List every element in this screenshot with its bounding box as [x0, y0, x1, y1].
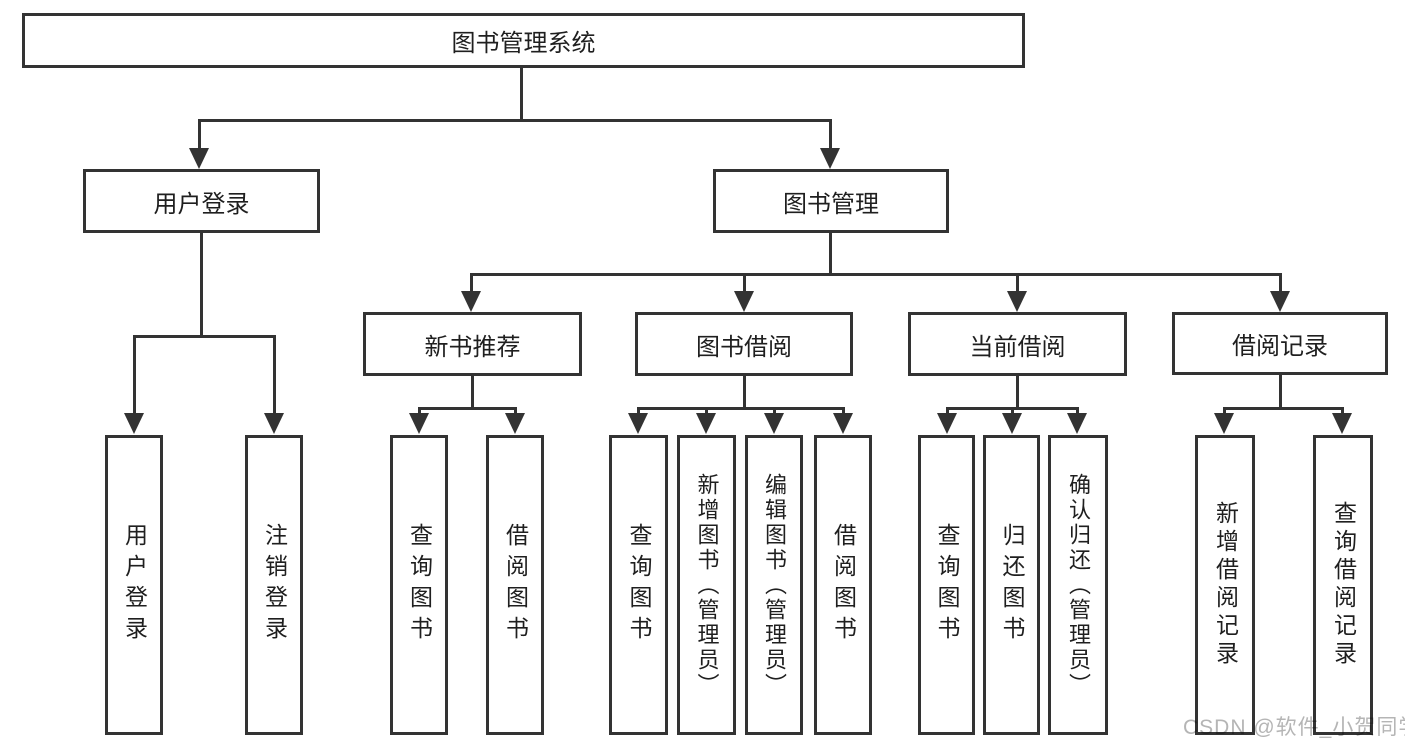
node-book-borrowing-label: 图书借阅: [696, 333, 792, 361]
arrowhead: [1002, 413, 1022, 434]
node-current-borrowing: 当前借阅: [908, 312, 1127, 376]
arrowhead: [833, 413, 853, 434]
connector-bookmgmt-hbar: [470, 273, 1282, 276]
leaf-label: 借阅图书: [830, 523, 857, 647]
connector-drop: [829, 119, 832, 150]
connector-hbar: [1223, 407, 1343, 410]
leaf-borrow-books-recommend: 借阅图书: [486, 435, 544, 735]
connector-stem: [471, 376, 474, 407]
connector-drop: [946, 407, 949, 417]
leaf-label: 注销登录: [261, 523, 288, 647]
node-user-login: 用户登录: [83, 169, 320, 233]
node-book-management: 图书管理: [713, 169, 949, 233]
arrowhead: [264, 413, 284, 434]
connector-drop: [1223, 407, 1226, 417]
connector-userlogin-hbar: [133, 335, 276, 338]
leaf-label: 编辑图书（管理员）: [762, 472, 787, 698]
connector-drop: [1279, 273, 1282, 293]
arrowhead: [696, 413, 716, 434]
arrowhead: [764, 413, 784, 434]
connector-drop: [1016, 273, 1019, 293]
leaf-query-borrow-record: 查询借阅记录: [1313, 435, 1373, 735]
leaf-label: 查询图书: [406, 523, 433, 647]
csdn-watermark: CSDN @软件_小贺同学: [1183, 716, 1405, 739]
node-current-borrowing-label: 当前借阅: [969, 333, 1066, 361]
connector-hbar: [637, 407, 845, 410]
leaf-label: 归还图书: [999, 523, 1025, 647]
leaf-add-books-admin: 新增图书（管理员）: [677, 435, 736, 735]
leaf-label: 查询借阅记录: [1330, 501, 1357, 669]
connector-drop: [273, 335, 276, 415]
connector-hbar: [418, 407, 517, 410]
leaf-label: 用户登录: [121, 523, 148, 647]
arrowhead: [734, 291, 754, 312]
leaf-add-borrow-record: 新增借阅记录: [1195, 435, 1255, 735]
node-new-book-recommend: 新书推荐: [363, 312, 582, 376]
node-borrowing-records-label: 借阅记录: [1232, 333, 1328, 360]
leaf-label: 确认归还（管理员）: [1066, 472, 1091, 698]
arrowhead: [461, 291, 481, 312]
arrowhead: [505, 413, 525, 434]
node-borrowing-records: 借阅记录: [1172, 312, 1388, 375]
connector-drop: [773, 407, 776, 417]
leaf-label: 新增借阅记录: [1212, 501, 1239, 669]
connector-drop: [705, 407, 708, 417]
leaf-query-books-borrowing: 查询图书: [609, 435, 668, 735]
leaf-logout: 注销登录: [245, 435, 303, 735]
leaf-confirm-return-admin: 确认归还（管理员）: [1048, 435, 1108, 735]
connector-drop: [133, 335, 136, 415]
connector-drop: [1011, 407, 1014, 417]
node-root-label: 图书管理系统: [451, 30, 596, 57]
leaf-query-books-recommend: 查询图书: [390, 435, 448, 735]
arrowhead: [1214, 413, 1234, 434]
arrowhead: [628, 413, 648, 434]
connector-drop: [1076, 407, 1079, 417]
connector-root-stem: [520, 68, 523, 119]
leaf-borrow-books: 借阅图书: [814, 435, 872, 735]
arrowhead: [1007, 291, 1027, 312]
leaf-edit-books-admin: 编辑图书（管理员）: [745, 435, 803, 735]
arrowhead: [1332, 413, 1352, 434]
connector-stem: [1016, 376, 1019, 407]
arrowhead: [820, 148, 840, 169]
arrowhead: [124, 413, 144, 434]
node-book-borrowing: 图书借阅: [635, 312, 853, 376]
connector-drop: [743, 273, 746, 293]
connector-drop: [198, 119, 201, 150]
leaf-label: 借阅图书: [502, 523, 529, 647]
connector-drop: [637, 407, 640, 417]
node-user-login-label: 用户登录: [153, 190, 250, 218]
connector-bookmgmt-stem: [829, 233, 832, 273]
connector-drop: [470, 273, 473, 293]
node-root: 图书管理系统: [22, 13, 1025, 68]
node-new-book-recommend-label: 新书推荐: [424, 333, 521, 361]
connector-drop: [514, 407, 517, 417]
connector-stem: [743, 376, 746, 407]
connector-root-hbar: [198, 119, 832, 122]
leaf-label: 新增图书（管理员）: [694, 472, 720, 698]
leaf-label: 查询图书: [626, 523, 652, 647]
connector-drop: [842, 407, 845, 417]
arrowhead: [1067, 413, 1087, 434]
connector-stem: [1279, 375, 1282, 407]
connector-drop: [1341, 407, 1344, 417]
node-book-management-label: 图书管理: [783, 190, 879, 218]
leaf-return-books: 归还图书: [983, 435, 1040, 735]
arrowhead: [189, 148, 209, 169]
leaf-query-books-current: 查询图书: [918, 435, 975, 735]
leaf-label: 查询图书: [934, 523, 960, 647]
connector-userlogin-stem: [200, 233, 203, 335]
arrowhead: [937, 413, 957, 434]
leaf-user-login: 用户登录: [105, 435, 163, 735]
connector-drop: [418, 407, 421, 417]
arrowhead: [409, 413, 429, 434]
arrowhead: [1270, 291, 1290, 312]
